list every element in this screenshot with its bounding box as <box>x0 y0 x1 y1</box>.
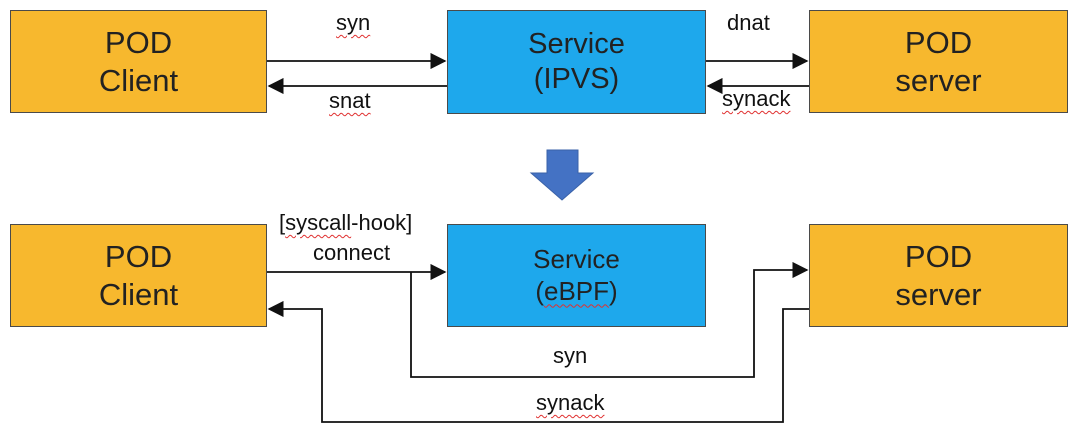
bottom-service-line1: Service <box>533 243 620 274</box>
bottom-syn-label: syn <box>553 343 588 368</box>
bottom-synack-path <box>267 300 809 423</box>
top-service-line1: Service <box>528 27 625 60</box>
bottom-client-box: POD Client <box>10 224 267 327</box>
bottom-server-line2: server <box>895 276 982 312</box>
top-syn-label: syn <box>336 10 371 35</box>
top-service-box: Service (IPVS) <box>447 10 706 114</box>
bottom-service-box: Service (eBPF) <box>447 224 706 327</box>
bottom-client-line1: POD <box>104 238 173 274</box>
bottom-synack-label: synack <box>536 390 605 415</box>
top-server-line2: server <box>895 62 982 98</box>
top-client-line1: POD <box>104 24 173 60</box>
bottom-service-line2: (eBPF) <box>535 275 618 306</box>
bottom-client-line2: Client <box>98 276 179 312</box>
ebpf-text: eBPF <box>543 275 610 306</box>
bottom-server-box: POD server <box>809 224 1068 327</box>
top-client-box: POD Client <box>10 10 267 113</box>
top-dnat-label: dnat <box>727 10 770 35</box>
bottom-connect-label: connect <box>313 240 391 265</box>
syscall-text: syscall <box>285 210 352 235</box>
bottom-hook-label: [syscall-hook] <box>279 210 413 235</box>
bottom-syn-path <box>410 261 809 378</box>
top-server-line1: POD <box>904 24 973 60</box>
top-client-line2: Client <box>98 62 179 98</box>
bottom-server-line1: POD <box>904 238 973 274</box>
top-service-line2: (IPVS) <box>533 63 620 95</box>
top-snat-label: snat <box>329 88 371 113</box>
top-synack-label: synack <box>722 86 791 111</box>
down-arrow-icon <box>529 149 595 201</box>
top-server-box: POD server <box>809 10 1068 113</box>
